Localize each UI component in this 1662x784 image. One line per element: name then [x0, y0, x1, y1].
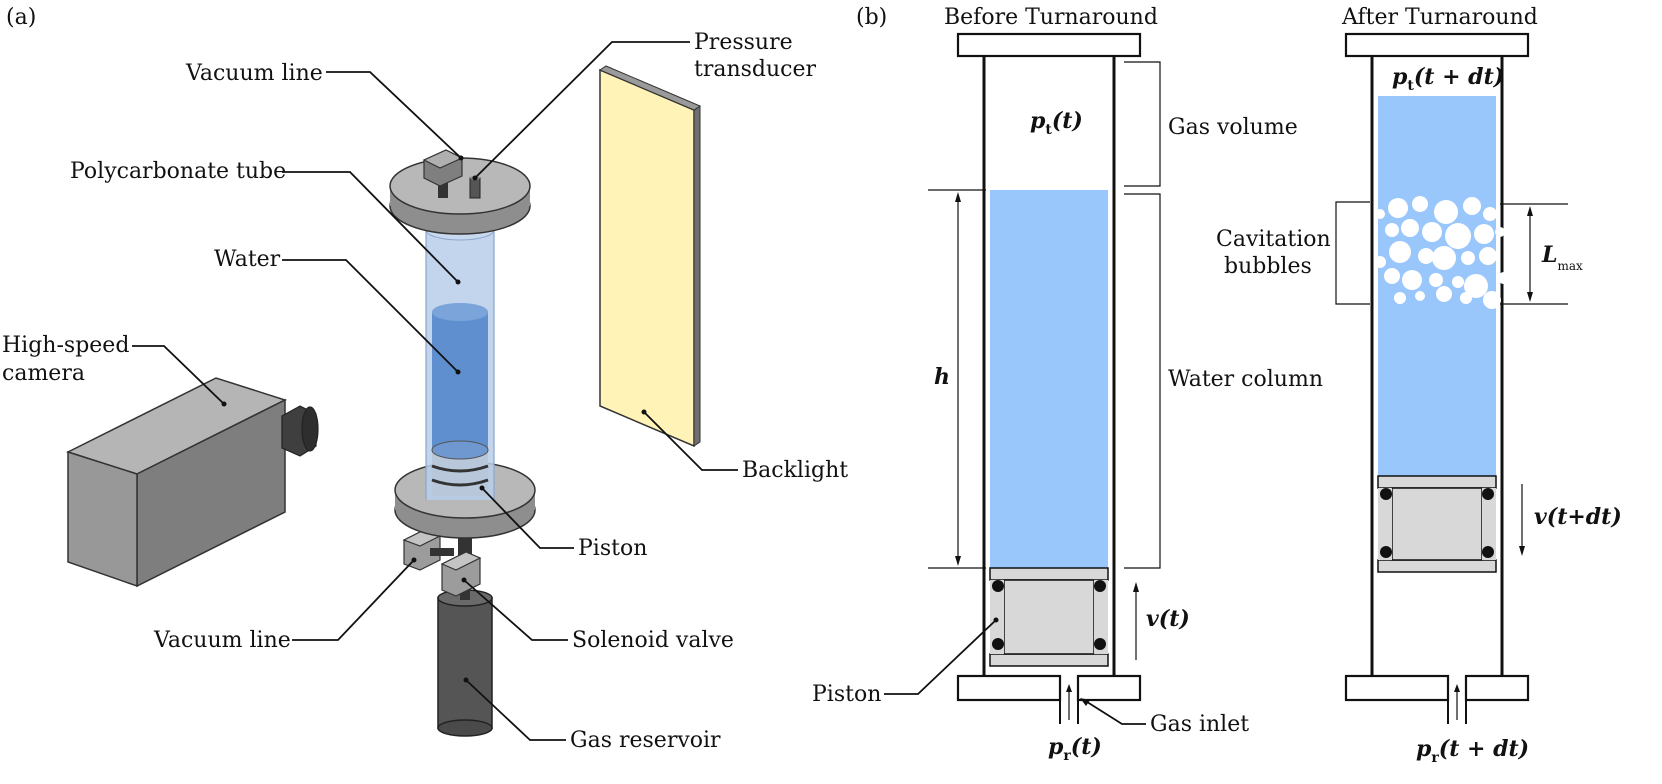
gas-inlet-leader [1083, 699, 1146, 725]
cavitation-bubble [1483, 291, 1501, 309]
vacuum-line-top-label: Vacuum line [185, 61, 323, 86]
camera-label-2: camera [2, 361, 85, 386]
cavitation-bubble [1460, 292, 1472, 304]
panel-b-tag: (b) [856, 5, 887, 30]
polycarbonate-tube [425, 219, 495, 500]
piston-leader-dot [993, 617, 999, 623]
cavitation-bubble [1412, 196, 1428, 212]
solenoid-valve-label: Solenoid valve [572, 628, 734, 653]
before-velocity-arrow [1133, 582, 1139, 660]
before-piston [989, 567, 1109, 667]
cavitation-brace [1335, 201, 1370, 305]
backlight-label: Backlight [742, 458, 848, 483]
gas-reservoir-label: Gas reservoir [570, 728, 721, 753]
cavitation-bubble [1422, 222, 1442, 242]
lmax-label: Lmax [1541, 242, 1583, 273]
camera-label-1: High-speed [2, 333, 129, 358]
cavitation-bubble [1429, 273, 1443, 287]
cavitation-bubble [1463, 197, 1481, 215]
after-v-label: v(t+dt) [1534, 504, 1622, 530]
cavitation-bubble [1402, 270, 1422, 290]
cavitation-bubble [1495, 227, 1505, 237]
cavitation-bubble [1401, 219, 1419, 237]
cavitation-bubble [1388, 198, 1408, 218]
gas-volume-label: Gas volume [1168, 115, 1298, 140]
cavitation-bubble [1384, 268, 1400, 284]
cavitation-label-1: Cavitation [1216, 227, 1331, 252]
cavitation-bubble [1375, 209, 1385, 219]
after-cylinder [1344, 32, 1530, 724]
cavitation-bubbles-cluster [1374, 196, 1510, 309]
cavitation-bubble [1445, 223, 1471, 249]
cavitation-label-2: bubbles [1224, 254, 1312, 279]
vacuum-line-bottom-label: Vacuum line [153, 628, 291, 653]
cavitation-bubble [1418, 248, 1434, 264]
cavitation-bubble [1436, 286, 1452, 302]
pressure-transducer-label-2: transducer [694, 57, 817, 82]
piston-leader-b [884, 619, 997, 695]
cavitation-bubble [1394, 292, 1406, 304]
cavitation-bubble [1479, 247, 1497, 265]
after-pt-label: pt(t + dt) [1392, 64, 1504, 94]
piston-label-b: Piston [812, 682, 881, 707]
cavitation-bubble [1389, 241, 1411, 263]
cavitation-bubble [1452, 276, 1464, 288]
cavitation-bubble [1432, 246, 1456, 270]
before-title: Before Turnaround [944, 5, 1158, 30]
lmax-dimension [1500, 203, 1568, 305]
cavitation-bubble [1498, 272, 1510, 284]
panel-a-tag: (a) [6, 5, 36, 30]
cavitation-bubble [1374, 256, 1386, 268]
high-speed-camera [66, 377, 319, 588]
after-velocity-arrow [1519, 484, 1525, 556]
cavitation-bubble [1464, 274, 1488, 298]
before-cylinder [956, 32, 1142, 724]
pressure-transducer-label-1: Pressure [694, 30, 793, 55]
cavitation-bubble [1461, 251, 1475, 265]
backlight-panel [598, 65, 702, 448]
h-label: h [934, 364, 950, 390]
cavitation-bubble [1483, 207, 1497, 221]
gas-reservoir [437, 576, 493, 737]
after-piston [1377, 475, 1497, 573]
cavitation-bubble [1385, 223, 1399, 237]
gas-inlet-arrowhead [1080, 698, 1090, 706]
cavitation-bubble [1474, 224, 1494, 244]
leader-lines-a [132, 41, 738, 741]
water-column-label: Water column [1168, 367, 1323, 392]
before-pt-label: pt(t) [1030, 108, 1083, 138]
after-title: After Turnaround [1341, 5, 1538, 30]
cavitation-bubble [1415, 291, 1425, 301]
h-dimension [928, 189, 986, 569]
before-pr-label: pr(t) [1048, 734, 1102, 764]
before-braces [1124, 61, 1161, 569]
top-plate [389, 149, 531, 235]
water-label: Water [214, 247, 281, 272]
after-pr-label: pr(t + dt) [1416, 736, 1529, 766]
piston-label-a: Piston [578, 536, 647, 561]
cavitation-bubble [1434, 200, 1458, 224]
before-v-label: v(t) [1146, 606, 1190, 632]
polycarbonate-tube-label: Polycarbonate tube [70, 159, 286, 184]
before-water-column [990, 190, 1108, 568]
gas-inlet-label: Gas inlet [1150, 712, 1249, 737]
